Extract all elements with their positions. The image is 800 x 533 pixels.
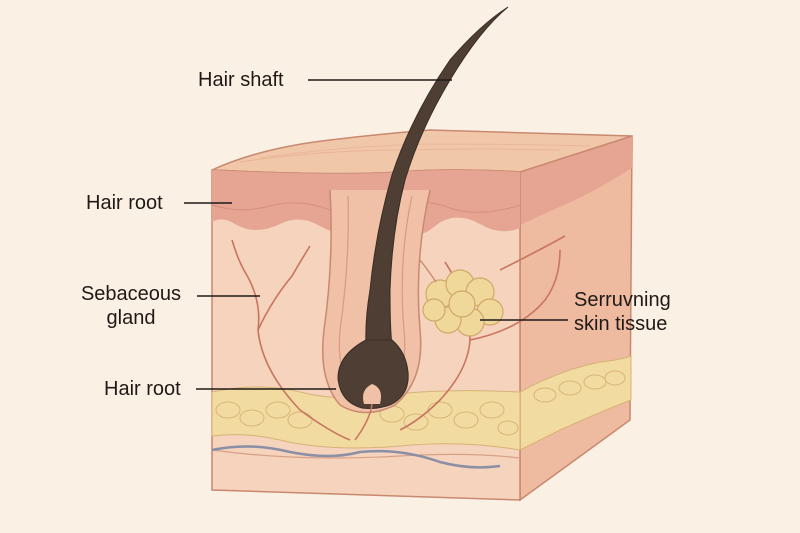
label-hair-shaft: Hair shaft xyxy=(198,69,284,91)
label-surrounding-skin-tissue: Serruvning skin tissue xyxy=(574,288,671,336)
sebaceous-gland-cluster xyxy=(422,269,504,337)
label-hair-root-bottom: Hair root xyxy=(104,378,181,400)
dermal-papilla xyxy=(363,384,381,404)
leader-lines xyxy=(184,79,568,390)
label-surrounding-line1: Serruvning xyxy=(574,289,671,311)
label-sebaceous-line1: Sebaceous xyxy=(80,283,182,305)
side-fat-layer xyxy=(519,355,632,451)
label-surrounding-line2: skin tissue xyxy=(574,313,668,335)
label-hair-root-top: Hair root xyxy=(86,192,163,214)
hair-bulb xyxy=(337,339,409,409)
fat-cells xyxy=(215,370,626,436)
subcutaneous-fat-layer xyxy=(211,386,521,451)
label-sebaceous-line2: gland xyxy=(106,307,156,329)
nerve-fiber xyxy=(211,445,501,469)
label-sebaceous-gland: Sebaceous gland xyxy=(70,282,192,330)
side-epidermis xyxy=(520,136,632,225)
